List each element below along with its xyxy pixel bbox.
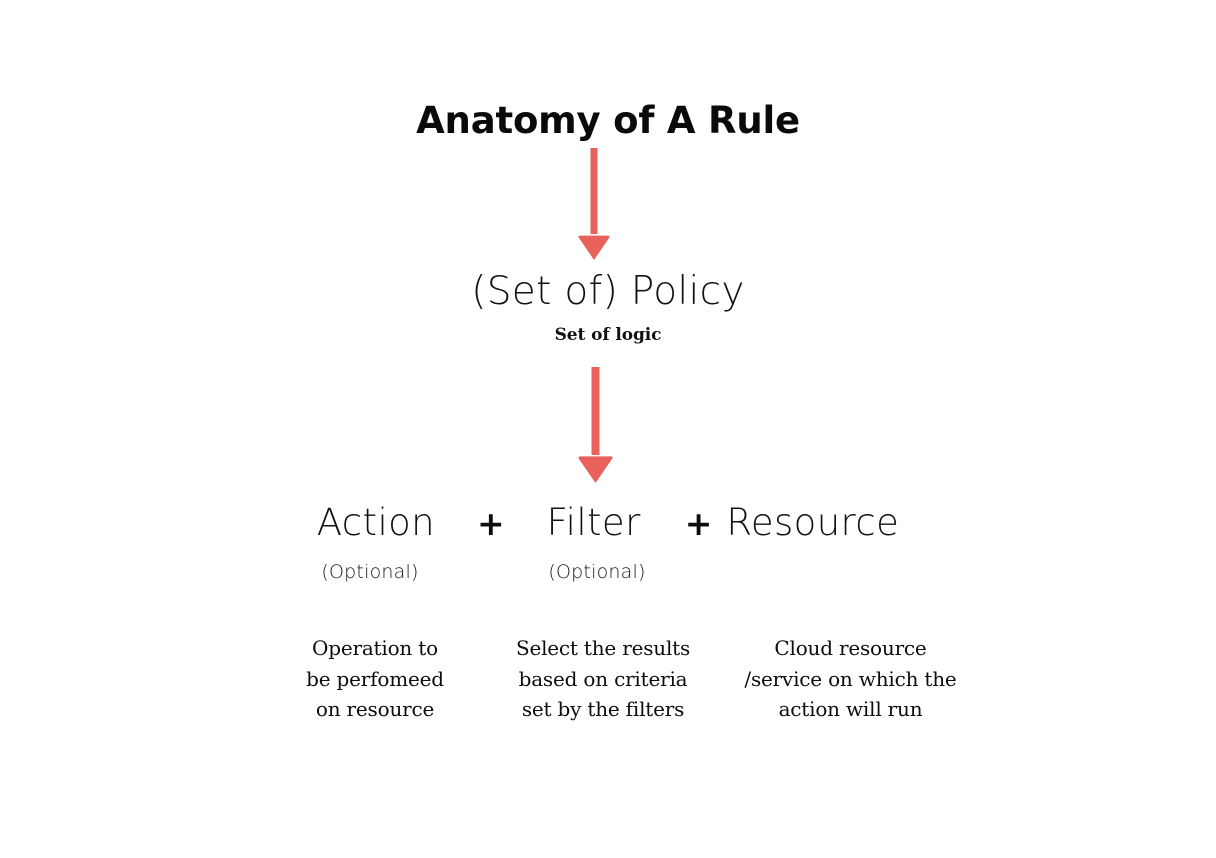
description-line: /service on which the [744, 666, 957, 691]
plus-operator-1: + [477, 504, 505, 543]
descriptions-row: Operation to be perfomeed on resource Se… [0, 633, 1216, 733]
description-line: Select the results [515, 636, 691, 660]
arrow-title-to-policy [578, 148, 610, 260]
description-line: set by the filters [521, 697, 685, 721]
part-term-action: Action [316, 501, 436, 544]
description-filter: Select the results based on criteria set… [492, 633, 714, 725]
part-term-resource: Resource [726, 501, 900, 544]
part-term-filter: Filter [546, 501, 641, 544]
arrow-policy-to-parts [578, 367, 613, 483]
optional-labels-row: (Optional) (Optional) [0, 561, 1216, 591]
plus-operator-2: + [684, 504, 713, 543]
policy-sublabel: Set of logic [554, 325, 662, 345]
page-title: Anatomy of A Rule [416, 99, 800, 142]
description-line: Operation to [312, 636, 438, 660]
description-line: on resource [315, 697, 435, 721]
description-line: be perfomeed [306, 666, 444, 691]
description-line: action will run [778, 697, 923, 721]
description-line: Cloud resource [774, 636, 927, 660]
optional-label-action: (Optional) [321, 561, 419, 583]
description-resource: Cloud resource /service on which the act… [721, 633, 980, 725]
description-line: based on criteria [518, 666, 688, 691]
optional-label-filter: (Optional) [548, 561, 646, 583]
description-action: Operation to be perfomeed on resource [275, 633, 475, 725]
policy-label: (Set of) Policy [471, 269, 745, 314]
parts-row: Action + Filter + Resource [0, 501, 1216, 544]
